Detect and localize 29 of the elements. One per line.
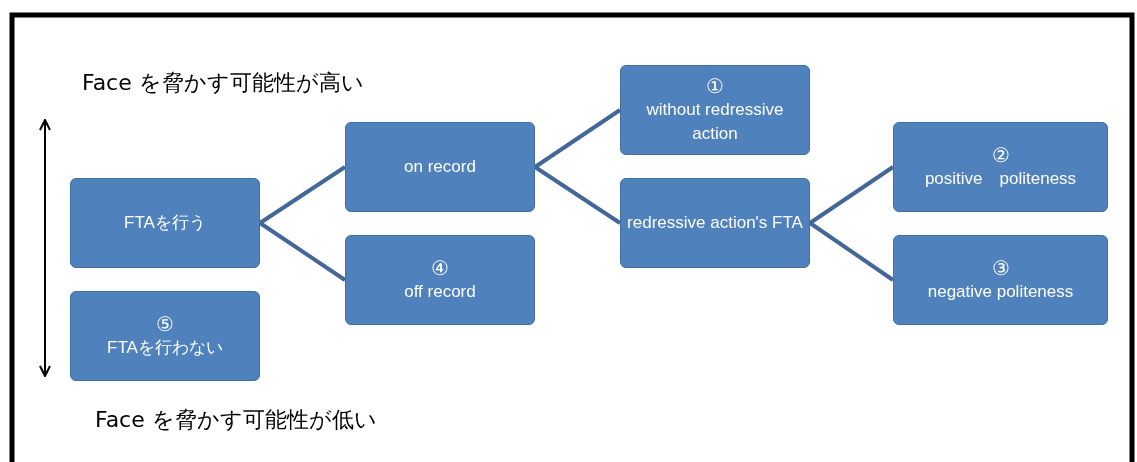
connector-line [258,165,347,225]
circled-number: ⑤ [156,312,174,336]
connector-line [808,165,895,225]
box-label: without redressive action [645,99,785,145]
circled-number: ③ [991,256,1010,280]
circled-number: ① [706,74,724,98]
connector-line [258,221,347,282]
process-box [620,65,810,155]
box-label: redressive action's FTA [627,212,803,234]
process-box [70,178,260,268]
process-box [345,235,535,325]
box-label: FTAを行う [124,212,206,234]
scale-label: Face を脅かす可能性が高い [82,69,364,97]
process-box [620,178,810,268]
box-label: on record [404,156,476,178]
connector-line [808,221,895,282]
box-label: off record [404,281,476,303]
box-label: positive politeness [924,168,1077,190]
process-box [893,122,1108,212]
box-label: negative politeness [927,281,1074,303]
process-box [893,235,1108,325]
connector-line [533,165,622,225]
process-box [345,122,535,212]
process-box [70,291,260,381]
circled-number: ② [991,143,1010,167]
circled-number: ④ [431,256,449,280]
connector-line [533,108,622,169]
box-label: FTAを行わない [107,337,223,359]
scale-label: Face を脅かす可能性が低い [95,406,377,434]
